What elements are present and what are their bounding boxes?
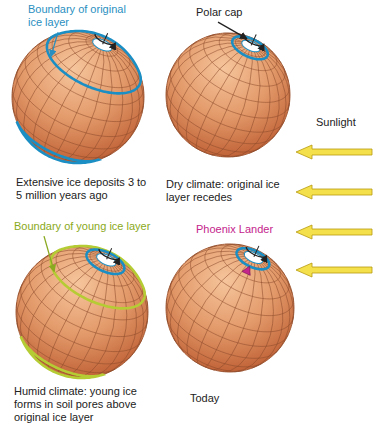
original-ice-boundary xyxy=(9,121,99,176)
leader-line xyxy=(44,236,54,271)
stage-caption: Today xyxy=(190,392,270,405)
lander-label: Phoenix Lander xyxy=(196,223,296,236)
boundary-label: Boundary of young ice layer xyxy=(14,220,174,233)
sunlight-arrow xyxy=(296,225,372,239)
rotation-arrow xyxy=(98,249,120,262)
original-ice-boundary xyxy=(38,16,152,106)
planet-globe xyxy=(0,5,168,184)
lander-marker xyxy=(242,264,254,275)
sunlight-arrow xyxy=(296,263,372,277)
original-ice-boundary xyxy=(233,244,272,274)
sunlight-arrow xyxy=(296,145,372,159)
stage-caption: Humid climate: young ice forms in soil p… xyxy=(14,385,152,425)
sunlight-arrow xyxy=(296,185,372,199)
rotation-arrow xyxy=(94,34,116,47)
callout-label: Polar cap xyxy=(196,6,276,19)
original-ice-boundary xyxy=(83,244,128,279)
rotation-arrow xyxy=(245,247,267,260)
planet-globe xyxy=(146,8,313,177)
stage-caption: Extensive ice deposits 3 to 5 million ye… xyxy=(16,176,148,202)
original-ice-boundary xyxy=(229,32,271,64)
young-ice-boundary xyxy=(13,336,103,391)
leader-line xyxy=(51,32,58,56)
young-ice-boundary xyxy=(42,231,156,321)
stage-caption: Dry climate: original ice layer recedes xyxy=(166,178,286,204)
sunlight-label: Sunlight xyxy=(316,116,374,129)
planet-globe xyxy=(145,219,317,393)
boundary-label: Boundary of original ice layer xyxy=(28,3,140,29)
leader-line xyxy=(218,22,246,38)
planet-globe xyxy=(0,220,172,399)
